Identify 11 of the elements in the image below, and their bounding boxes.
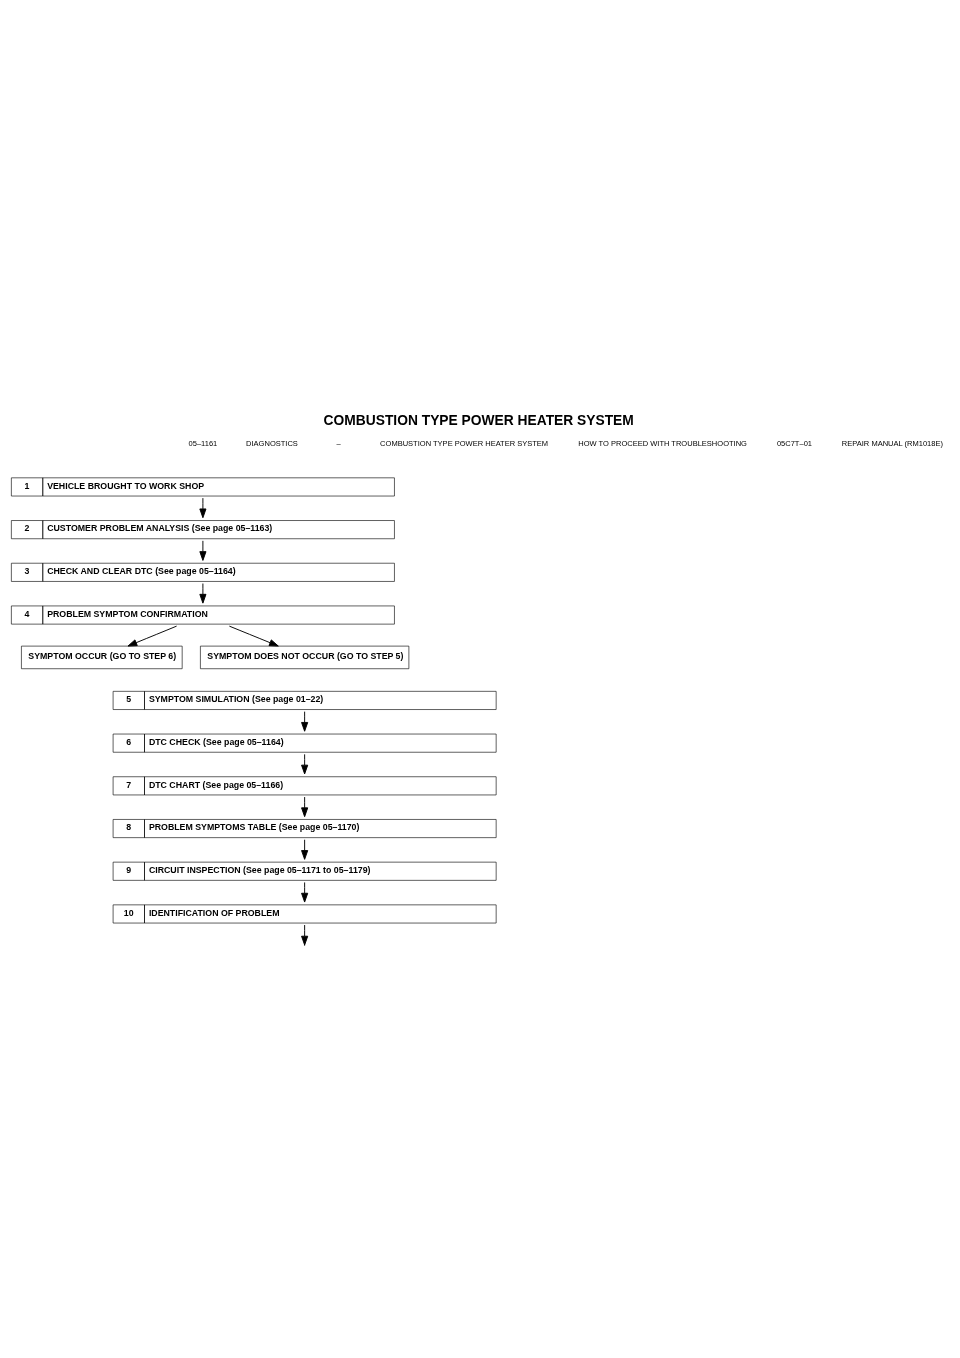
arrow	[199, 497, 207, 519]
diagram-title: COMBUSTION TYPE POWER HEATER SYSTEM	[323, 412, 634, 429]
arrow	[301, 796, 309, 818]
arrow	[301, 711, 309, 732]
arrow	[301, 882, 309, 903]
node-box: SYMPTOM DOES NOT OCCUR (GO TO STEP 5)	[200, 645, 410, 670]
arrow	[301, 753, 309, 775]
arrow	[199, 540, 207, 561]
node-box: SYMPTOM OCCUR (GO TO STEP 6)	[21, 645, 183, 670]
arrow	[301, 839, 309, 860]
arrow	[199, 583, 207, 604]
